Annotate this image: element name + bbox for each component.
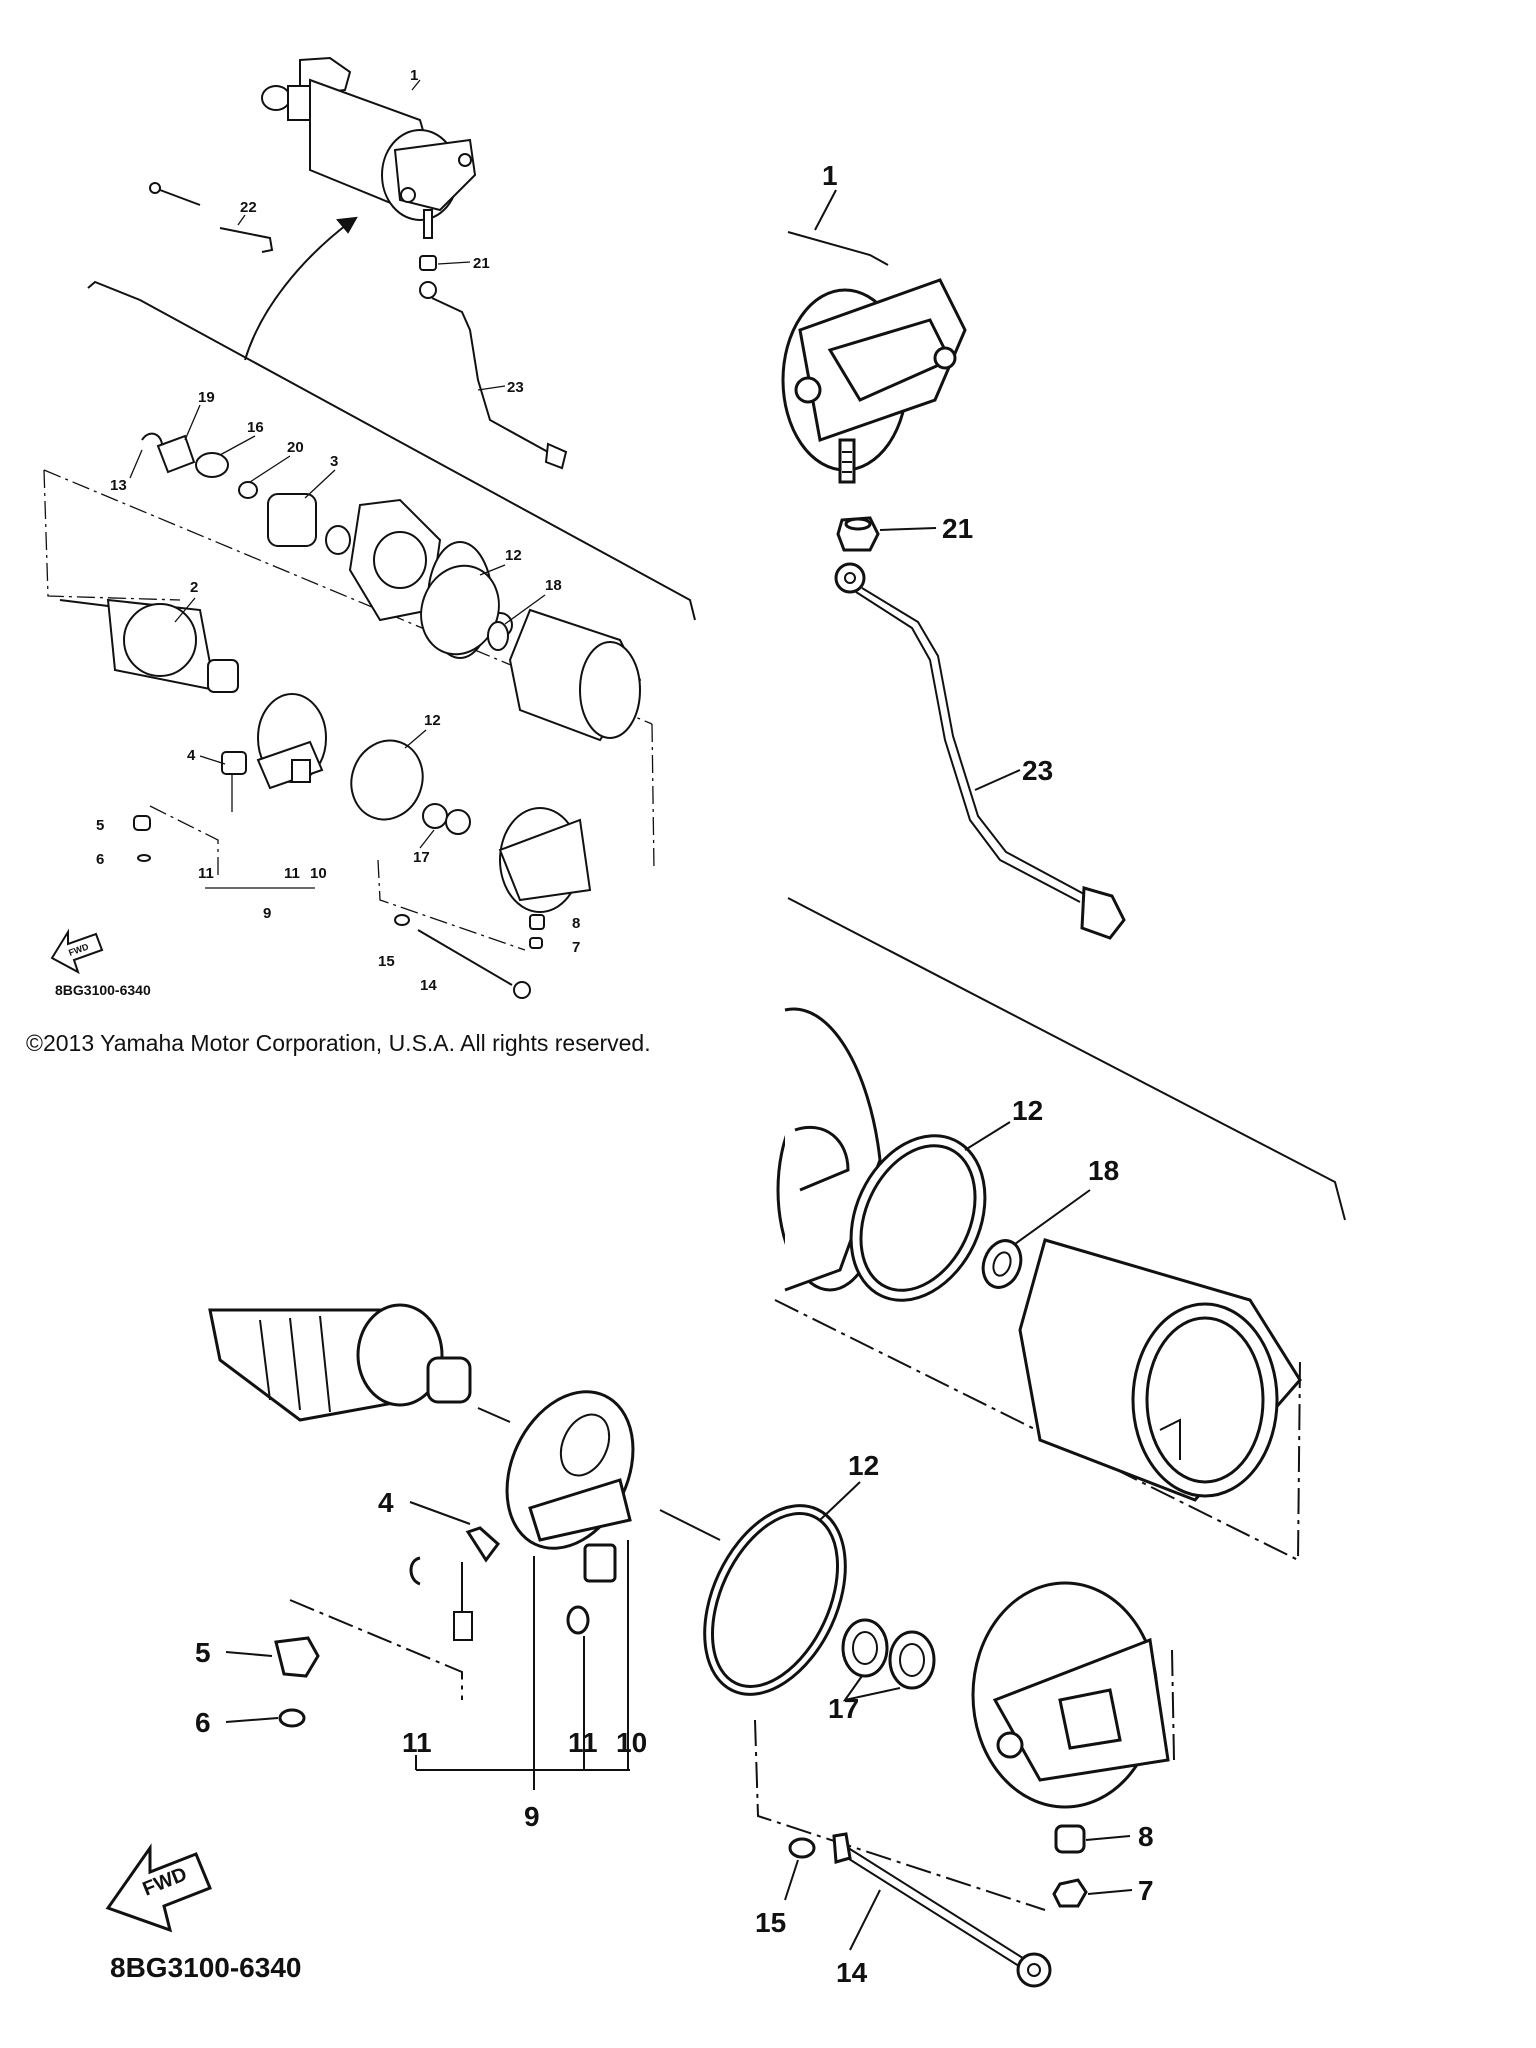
callout-3: 3 xyxy=(330,453,338,470)
callout-15-small: 15 xyxy=(378,953,395,970)
callout-18-large: 18 xyxy=(1088,1155,1119,1186)
cap-5-large xyxy=(274,1636,320,1678)
armature-large xyxy=(208,1303,472,1422)
callout-14-large: 14 xyxy=(836,1957,868,1988)
end-cover-large xyxy=(971,1581,1175,1809)
callout-4-large: 4 xyxy=(378,1487,394,1518)
callout-23-large: 23 xyxy=(1022,755,1053,786)
detail-yoke: 12 18 xyxy=(774,897,1346,1562)
copyright-notice: ©2013 Yamaha Motor Corporation, U.S.A. A… xyxy=(26,1030,651,1056)
callout-17-small: 17 xyxy=(413,849,430,866)
callout-18-small: 18 xyxy=(545,577,562,594)
detail-cable-23: 1 21 23 xyxy=(781,160,1126,940)
callout-1-large: 1 xyxy=(822,160,838,191)
cable-23-small xyxy=(419,281,568,470)
callout-11-a-small: 11 xyxy=(198,865,214,882)
callout-23-small: 23 xyxy=(507,379,524,396)
callout-14-small: 14 xyxy=(420,977,437,994)
callout-10-large: 10 xyxy=(616,1727,647,1758)
callout-1-small: 1 xyxy=(410,67,418,84)
bolt-14-large xyxy=(832,1832,1052,1988)
nut-7-large xyxy=(1052,1878,1088,1908)
fwd-arrow-large: FWD xyxy=(105,1843,212,1933)
callout-12-top-small: 12 xyxy=(505,547,522,564)
diagram-code-small: 8BG3100-6340 xyxy=(55,982,151,998)
callout-7-large: 7 xyxy=(1138,1875,1154,1906)
callout-11-b-large: 11 xyxy=(568,1727,598,1758)
callout-16: 16 xyxy=(247,419,264,436)
armature-small xyxy=(59,598,239,693)
callout-21-large: 21 xyxy=(942,513,973,544)
callout-17-large: 17 xyxy=(828,1693,859,1724)
callout-2: 2 xyxy=(190,579,198,596)
callout-11-a-large: 11 xyxy=(402,1727,432,1758)
fwd-arrow-small: FWD xyxy=(50,928,104,975)
callout-20: 20 xyxy=(287,439,304,456)
lead-wire-22 xyxy=(149,182,274,253)
callout-12-top-large: 12 xyxy=(1012,1095,1043,1126)
callout-19: 19 xyxy=(198,389,215,406)
callout-12-bottom-large: 12 xyxy=(848,1450,879,1481)
brush-plate-small xyxy=(221,693,327,812)
callout-8-small: 8 xyxy=(572,915,580,932)
callout-13: 13 xyxy=(110,477,127,494)
diagram-code-large: 8BG3100-6340 xyxy=(110,1952,302,1983)
nut-8-large xyxy=(1054,1824,1086,1854)
callout-15-large: 15 xyxy=(755,1907,786,1938)
nut-21-large xyxy=(836,516,880,552)
nut-21-small xyxy=(419,255,437,271)
callout-22: 22 xyxy=(240,199,257,216)
yoke-large xyxy=(1018,1238,1302,1502)
callout-5-small: 5 xyxy=(96,817,104,834)
cable-23-large xyxy=(834,562,1126,940)
brush-plate-large xyxy=(409,1390,635,1641)
callout-6-small: 6 xyxy=(96,851,104,868)
callout-21-small: 21 xyxy=(473,255,490,272)
detail-brush-assembly: 4 12 17 8 7 xyxy=(105,1303,1175,1988)
callout-12-mid-small: 12 xyxy=(424,712,441,729)
overview-diagram: 1 22 21 23 xyxy=(43,56,696,999)
callout-10-small: 10 xyxy=(310,865,327,882)
callout-4-small: 4 xyxy=(187,747,196,764)
callout-6-large: 6 xyxy=(195,1707,211,1738)
callout-7-small: 7 xyxy=(572,939,580,956)
starter-motor-assembly xyxy=(261,56,477,239)
callout-9-small: 9 xyxy=(263,905,271,922)
callout-9-large: 9 xyxy=(524,1801,540,1832)
end-cover-small xyxy=(498,807,592,949)
motor-end-detail xyxy=(781,278,967,484)
callout-11-b-small: 11 xyxy=(284,865,300,882)
callout-8-large: 8 xyxy=(1138,1821,1154,1852)
callout-5-large: 5 xyxy=(195,1637,211,1668)
